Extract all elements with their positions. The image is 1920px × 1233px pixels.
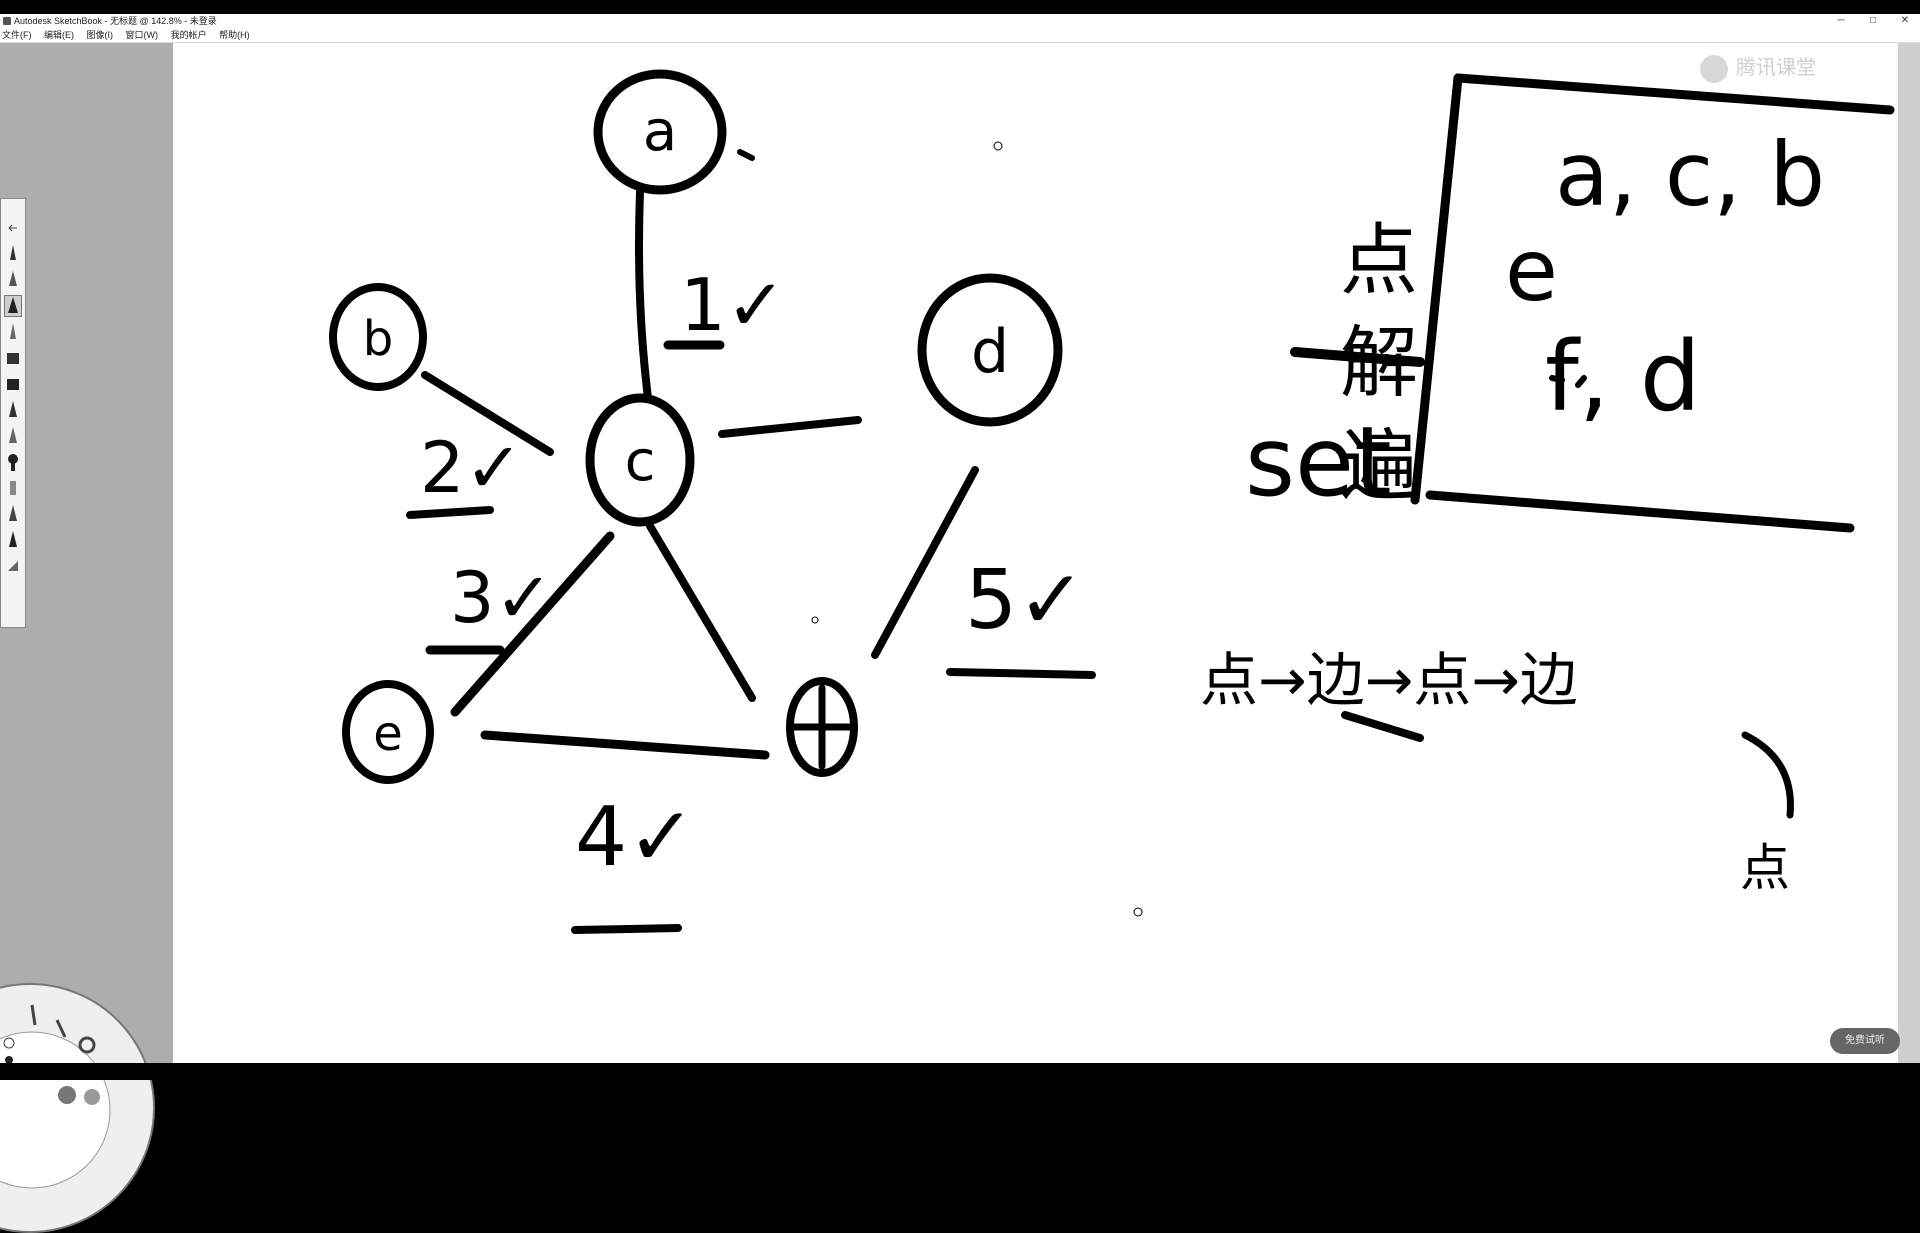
chain-end-text: 点 (1740, 839, 1790, 897)
edge-c-e (450, 531, 615, 717)
edge-label-2: 2✓ (420, 427, 523, 509)
fill-icon[interactable] (4, 503, 22, 525)
node-d: d (917, 273, 1063, 427)
edge-c-f (646, 522, 756, 702)
os-bottom-strip (0, 1063, 1920, 1080)
brush-icon[interactable] (4, 373, 22, 395)
chain-text: 点→边→点→边 (1200, 646, 1578, 714)
node-a: a (593, 69, 727, 195)
pencil-icon[interactable] (4, 243, 22, 265)
ruler-icon[interactable] (4, 529, 22, 551)
pen-icon[interactable] (4, 321, 22, 343)
menu-file[interactable]: 文件(F) (2, 30, 32, 40)
set-content-line2: e (1505, 221, 1558, 321)
watermark-text: 腾讯课堂 (1736, 57, 1816, 79)
title-bar: Autodesk SketchBook - 无标题 @ 142.8% - 未登录… (0, 14, 1920, 28)
node-b: b (329, 283, 427, 391)
free-trial-badge[interactable]: 免费试听 (1830, 1028, 1900, 1054)
edge-label-1: 1✓ (680, 263, 786, 347)
menu-account[interactable]: 我的帐户 (170, 30, 207, 40)
close-button[interactable]: ✕ (1900, 15, 1910, 26)
ink-icon[interactable] (4, 425, 22, 447)
sketchbook-app-icon (3, 17, 11, 25)
edge-a-c (635, 188, 652, 402)
maximize-button[interactable]: □ (1869, 15, 1877, 26)
menu-help[interactable]: 帮助(H) (219, 30, 250, 40)
edge-b-c (421, 371, 554, 456)
handwritten-diagram: a b c d e 1✓ 2✓ 3✓ 4✓ 5✓ 点 解 遍 set (329, 69, 1895, 934)
paint-icon[interactable] (4, 451, 22, 473)
brush-palette (0, 198, 26, 628)
edge-label-4: 4✓ (575, 790, 696, 885)
smudge-icon[interactable] (4, 399, 22, 421)
edge-d-f (871, 466, 979, 659)
window-title: Autodesk SketchBook - 无标题 @ 142.8% - 未登录 (14, 16, 217, 26)
menu-window[interactable]: 窗口(W) (125, 30, 159, 40)
node-a-label: a (643, 99, 677, 164)
menu-bar: 文件(F) 编辑(E) 图像(I) 窗口(W) 我的帐户 帮助(H) (0, 28, 1920, 43)
canvas-scroll-strip (1898, 43, 1920, 1063)
edge-label-5: 5✓ (965, 553, 1086, 648)
node-f (786, 677, 858, 777)
eraser-icon[interactable] (4, 477, 22, 499)
node-e-label: e (373, 706, 403, 762)
menu-edit[interactable]: 编辑(E) (44, 30, 75, 40)
set-content-line3: f, d (1545, 321, 1701, 433)
airbrush-icon[interactable] (4, 269, 22, 291)
node-d-label: d (971, 317, 1009, 387)
node-b-label: b (363, 311, 393, 367)
set-box: a, c, b e f, d (1410, 73, 1895, 533)
node-e: e (342, 680, 434, 784)
minimize-button[interactable]: ─ (1837, 15, 1845, 26)
marker-icon[interactable] (4, 295, 22, 317)
edge-c-d (718, 416, 862, 438)
node-c-label: c (625, 429, 656, 494)
arrow-icon[interactable] (4, 217, 22, 239)
edge-label-3: 3✓ (450, 557, 553, 639)
edge-e-f (480, 730, 770, 760)
set-label: set (1245, 406, 1392, 518)
node-c: c (585, 393, 695, 527)
menu-image[interactable]: 图像(I) (86, 30, 114, 40)
set-content-line1: a, c, b (1555, 123, 1825, 226)
blend-icon[interactable] (4, 555, 22, 577)
play-logo-icon (1700, 54, 1728, 83)
drawing-canvas[interactable] (173, 43, 1898, 1063)
os-top-strip (0, 0, 1920, 14)
chisel-icon[interactable] (4, 347, 22, 369)
tencent-classroom-watermark: 腾讯课堂 (1700, 52, 1870, 84)
